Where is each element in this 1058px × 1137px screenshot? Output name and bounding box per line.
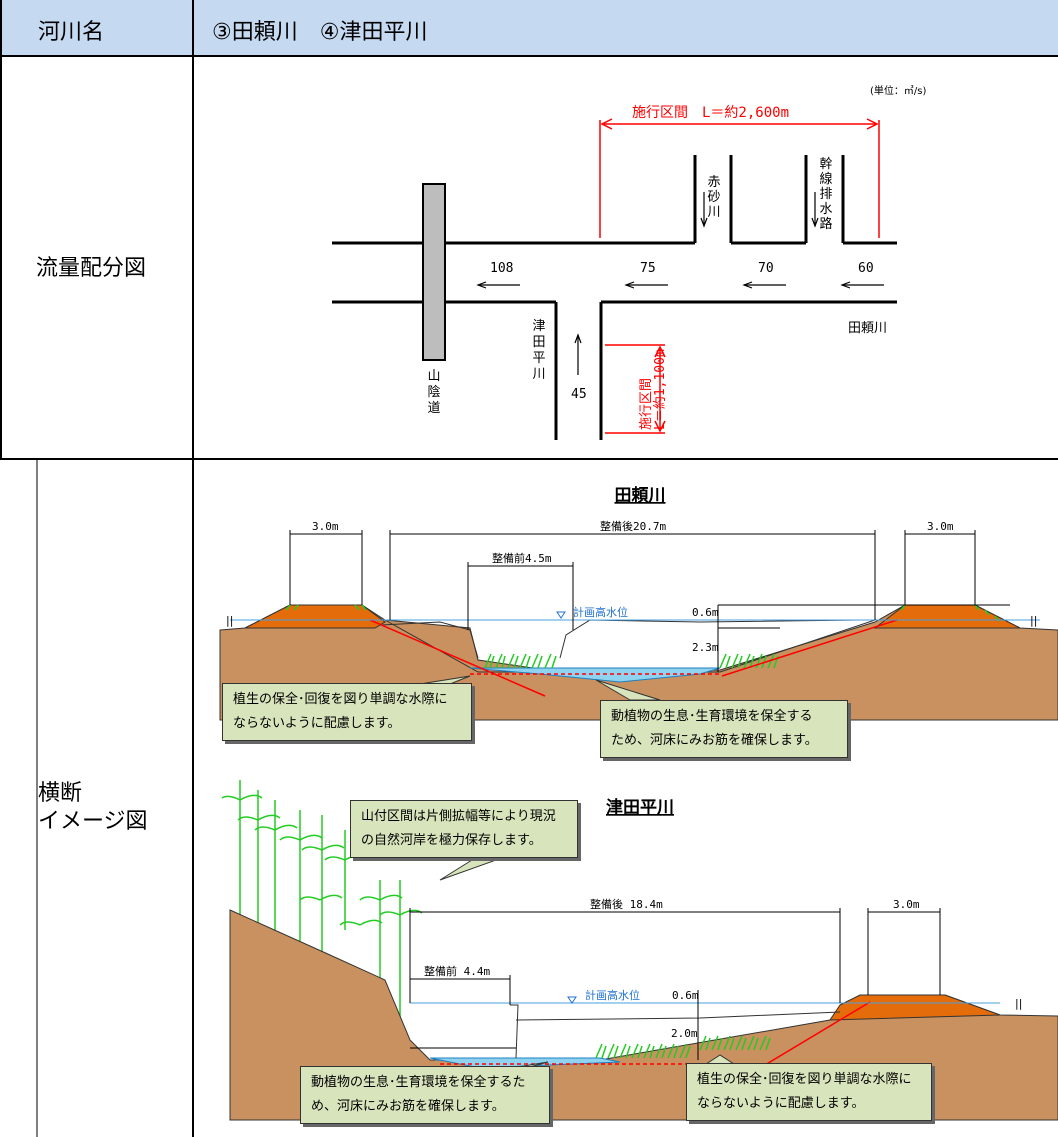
tsudahira-callout-top: 山付区間は片側拡幅等により現況 の自然河岸を極力保存します。 [350, 800, 578, 858]
bamboo-forest [221, 780, 423, 1030]
tsudahira-callout-right: 植生の保全･回復を図り単調な水際に ならないように配慮します。 [686, 1063, 932, 1121]
tsudahira-dim-after: 整備後 18.4m [590, 897, 663, 911]
tayori-callout-right-line2: ため、河床にみお筋を確保します。 [611, 733, 818, 748]
section-sub-label-2: L＝約1,100m [653, 349, 668, 430]
trib-akasuna-2: 砂 [707, 190, 720, 205]
tsudahira-hwl-label: 計画高水位 [585, 988, 640, 1002]
tayori-dim-before: 整備前4.5m [492, 551, 552, 565]
tayori-callout-left-line2: ならないように配慮します。 [233, 716, 401, 731]
tayori-dimensions [289, 530, 1010, 672]
trib-akasuna-3: 川 [707, 205, 720, 220]
tsudahira-freeboard: 0.6m [672, 989, 699, 1002]
tayori-depth: 2.3m [692, 641, 719, 654]
flow-arrows [476, 192, 884, 375]
tayori-callout-left: 植生の保全･回復を図り単調な水際に ならないように配慮します。 [222, 683, 472, 741]
river-tsudahira-3: 平 [532, 351, 545, 366]
header-river-name: 河川名 [38, 20, 105, 45]
tsudahira-dim-before: 整備前 4.4m [424, 964, 490, 978]
row-cross-label-2: イメージ図 [38, 809, 148, 834]
road-label-2: 陰 [427, 385, 440, 400]
tayori-freeboard: 0.6m [692, 606, 719, 619]
tsudahira-callout-top-line1: 山付区間は片側拡幅等により現況 [361, 809, 556, 824]
tsudahira-grass [595, 1035, 771, 1059]
tsudahira-depth: 2.0m [671, 1027, 698, 1040]
header-river-list: ③田頼川 ④津田平川 [212, 20, 428, 45]
river-tsudahira-4: 川 [532, 367, 545, 382]
tsudahira-embankment [829, 994, 1001, 1021]
tayori-revetment [369, 619, 898, 697]
tayori-callout-right-line1: 動植物の生息･生育環境を保全する [611, 709, 813, 724]
channel-lines [332, 155, 897, 440]
tayori-break-left: || [226, 614, 233, 627]
river-tsudahira-2: 田 [532, 335, 545, 350]
row-cross-label-1: 横断 [38, 781, 83, 806]
flow-value-45: 45 [571, 387, 587, 402]
trib-kansen-5: 路 [819, 216, 832, 232]
tsudahira-hwl-mark [567, 996, 577, 1004]
tayori-grass [285, 604, 1000, 669]
tayori-callout-left-line1: 植生の保全･回復を図り単調な水際に [233, 692, 448, 707]
road-label-3: 道 [427, 401, 440, 416]
road-label-1: 山 [427, 369, 440, 384]
tsudahira-title: 津田平川 [606, 797, 674, 818]
cross-section-diagrams: 田頼川 計画高水位 3.0m 整備後20.7m 3.0m 整備前4.5m 0.6… [219, 485, 1058, 1121]
unit-label: (単位：㎥/s) [870, 84, 926, 97]
tayori-dim-left: 3.0m [312, 520, 339, 533]
road-sanin [422, 183, 446, 361]
tsudahira-callout-left: 動植物の生息･生育環境を保全するた め、河床にみお筋を確保します。 [300, 1066, 550, 1124]
tayori-callout-right: 動植物の生息･生育環境を保全する ため、河床にみお筋を確保します。 [600, 700, 848, 758]
tsudahira-dimensions [409, 908, 941, 1060]
flow-value-75: 75 [640, 261, 656, 276]
river-tsudahira-1: 津 [532, 319, 545, 334]
river-tayori-label: 田頼川 [848, 321, 887, 336]
tsudahira-break-right: || [1015, 997, 1022, 1010]
tayori-hwl-mark [556, 611, 566, 619]
flow-value-70: 70 [758, 261, 774, 276]
section-sub-label-1: 施行区間 [639, 378, 654, 430]
tsudahira-existing-ground [510, 1004, 841, 1059]
flow-value-60: 60 [858, 261, 874, 276]
tayori-embankment-left [244, 604, 386, 629]
tsudahira-dim-right: 3.0m [893, 898, 920, 911]
tsudahira-callout-top-line2: の自然河岸を極力保存します。 [361, 833, 542, 848]
section-sub-marker [605, 344, 666, 434]
tayori-dim-after: 整備後20.7m [600, 519, 666, 533]
tsudahira-callout-left-line1: 動植物の生息･生育環境を保全するた [311, 1075, 526, 1090]
section-main-marker [599, 118, 880, 238]
tayori-title: 田頼川 [615, 485, 666, 506]
trib-kansen-2: 線 [819, 171, 832, 187]
trib-akasuna-1: 赤 [707, 175, 720, 190]
section-main-label: 施行区間 L＝約2,600m [632, 105, 789, 121]
trib-kansen-4: 水 [819, 202, 832, 217]
tayori-break-right: || [1030, 614, 1037, 627]
trib-kansen-1: 幹 [819, 156, 832, 172]
flow-value-108: 108 [490, 261, 513, 276]
tayori-hwl-label: 計画高水位 [573, 605, 628, 619]
tsudahira-callout-top-pointer [439, 854, 511, 881]
tayori-embankment-right [873, 604, 1021, 629]
row-flow-label: 流量配分図 [36, 256, 147, 281]
trib-kansen-3: 排 [819, 187, 832, 202]
tsudahira-callout-right-line1: 植生の保全･回復を図り単調な水際に [697, 1072, 912, 1087]
tsudahira-callout-left-line2: め、河床にみお筋を確保します。 [311, 1099, 505, 1114]
tayori-dim-right: 3.0m [927, 520, 954, 533]
flow-distribution-diagram: (単位：㎥/s) 施行区間 L＝約2,600m 山 陰 道 108 75 70 … [332, 84, 926, 440]
tsudahira-callout-right-line2: ならないように配慮します。 [697, 1096, 865, 1111]
header-row [0, 0, 1058, 56]
tayori-water [469, 667, 721, 683]
